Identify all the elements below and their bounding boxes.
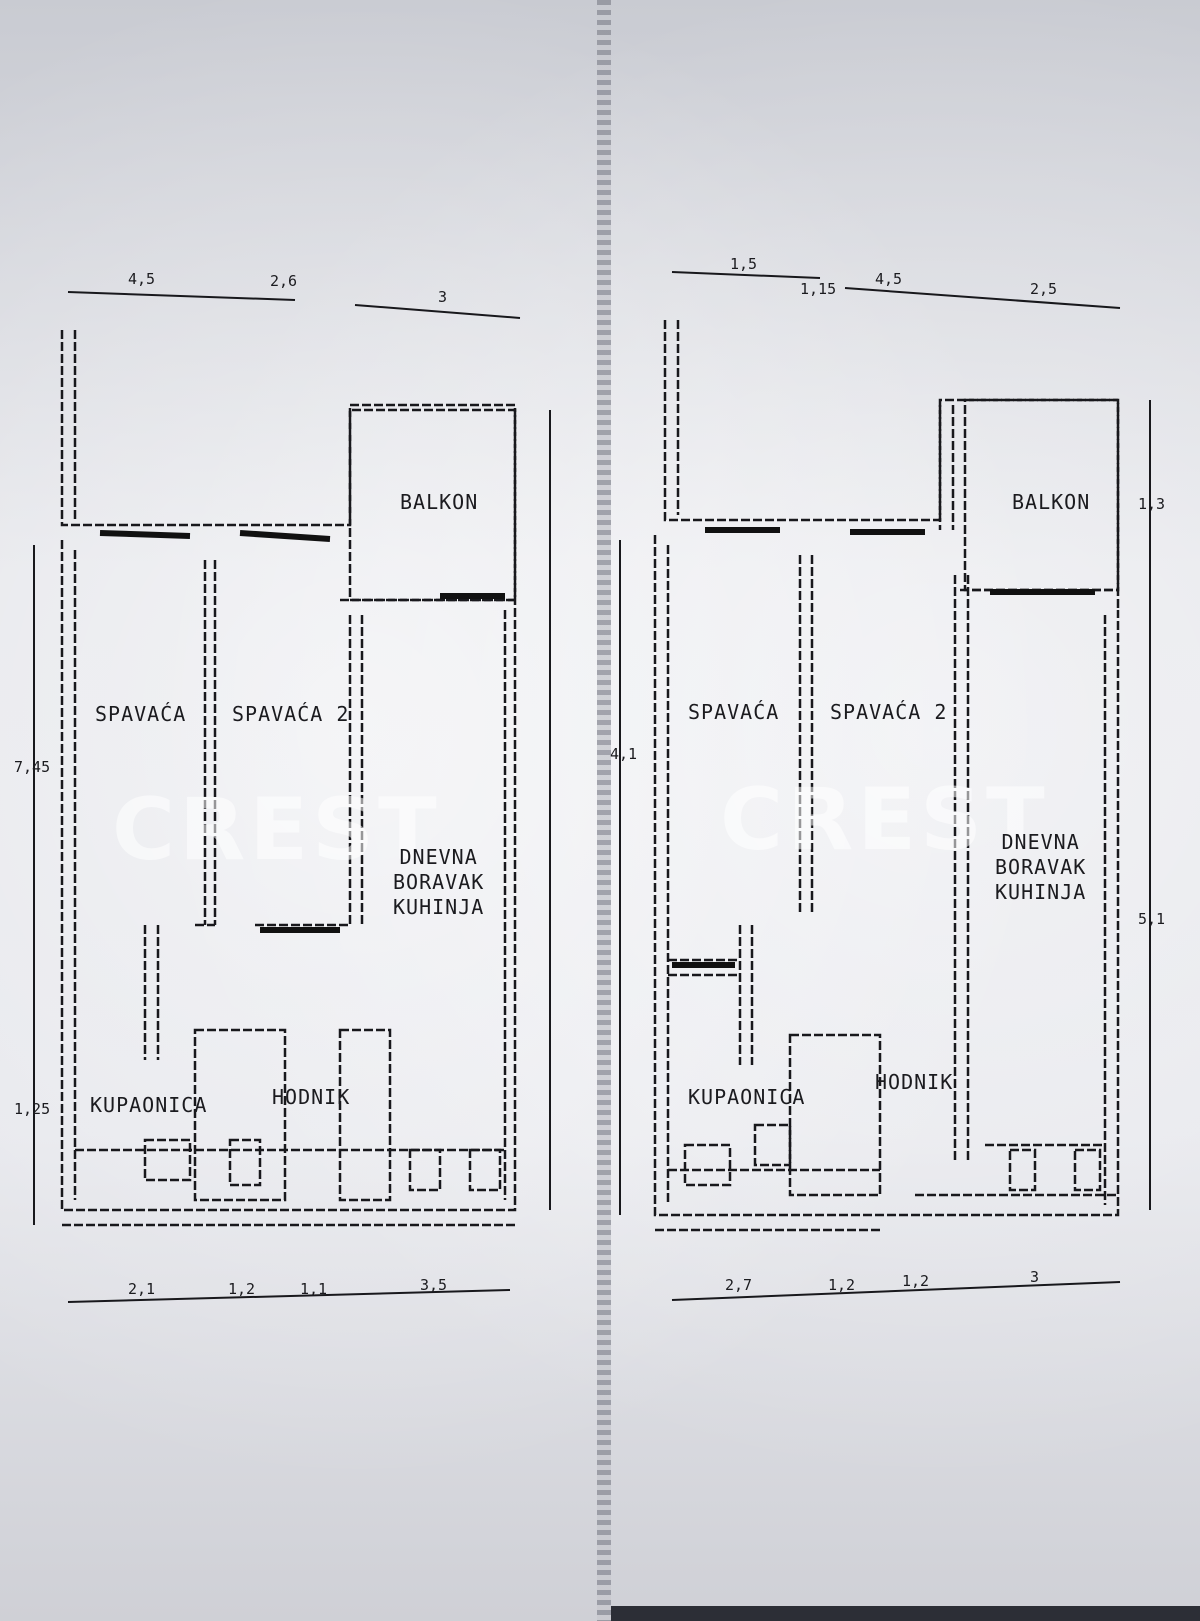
left-bottom-dim-4: 3,5: [420, 1276, 448, 1294]
left-bottom-dim-3: 1,1: [300, 1280, 328, 1298]
left-room-bedroom-2: SPAVAĆA 2: [232, 702, 350, 726]
window-marks: [99, 527, 1095, 968]
right-bottom-dim-2: 1,2: [828, 1276, 856, 1294]
page-fold: [597, 0, 611, 1621]
left-room-living: DNEVNA BORAVAK KUHINJA: [393, 845, 485, 919]
right-room-balkon: BALKON: [1012, 490, 1091, 514]
left-top-dim-3: 3: [438, 288, 448, 306]
right-bottom-dim-4: 3: [1030, 1268, 1040, 1286]
left-plan-walls: [60, 330, 517, 1227]
watermark-right: CREST: [720, 770, 1049, 870]
right-side-dim-2: 5,1: [1138, 910, 1166, 928]
right-side-dim-1: 1,3: [1138, 495, 1166, 513]
left-room-bedroom-1: SPAVAĆA: [95, 702, 187, 726]
right-room-bedroom-2: SPAVAĆA 2: [830, 700, 948, 724]
right-top-dim-3: 4,5: [875, 270, 903, 288]
left-room-balkon: BALKON: [400, 490, 479, 514]
right-room-bath: KUPAONICA: [688, 1085, 806, 1109]
right-bottom-dim-3: 1,2: [902, 1272, 930, 1290]
left-side-dim-1: 7,45: [14, 758, 51, 776]
left-top-dim-2: 2,6: [270, 272, 298, 290]
left-room-hall: HODNIK: [272, 1085, 351, 1109]
right-room-hall: HODNIK: [875, 1070, 954, 1094]
right-room-bedroom-1: SPAVAĆA: [688, 700, 780, 724]
right-bottom-dim-1: 2,7: [725, 1276, 753, 1294]
left-top-dim-1: 4,5: [128, 270, 156, 288]
monitor-bezel: [611, 1606, 1200, 1621]
left-bottom-dim-1: 2,1: [128, 1280, 156, 1298]
watermark-left: CREST: [112, 780, 441, 880]
left-bottom-dim-2: 1,2: [228, 1280, 256, 1298]
left-room-bath: KUPAONICA: [90, 1093, 208, 1117]
right-top-dim-1: 1,5: [730, 255, 758, 273]
right-room-living: DNEVNA BORAVAK KUHINJA: [995, 830, 1087, 904]
left-side-dim-2: 1,25: [14, 1100, 51, 1118]
right-top-dim-4: 2,5: [1030, 280, 1058, 298]
right-top-dim-2: 1,15: [800, 280, 837, 298]
right-side-left-dim: 4,1: [610, 745, 638, 763]
dimension-lines: [33, 271, 1151, 1303]
